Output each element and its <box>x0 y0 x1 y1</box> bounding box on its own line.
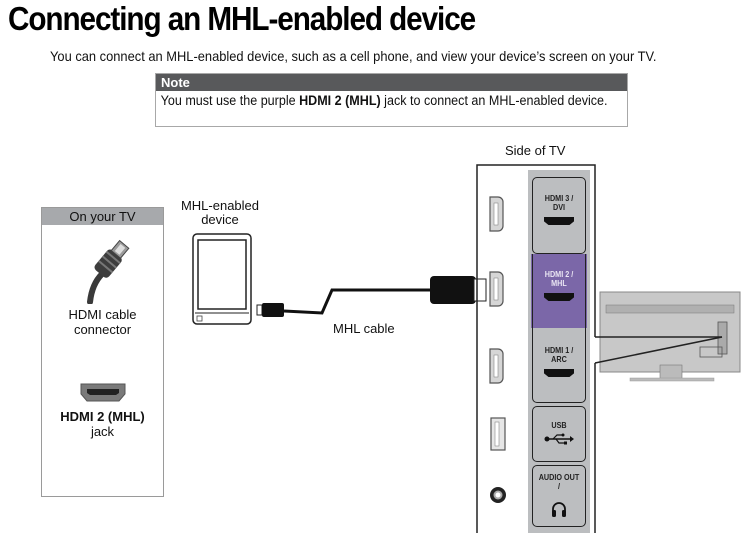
jack-label-bold: HDMI 2 (MHL) <box>60 409 145 424</box>
mhl-cable-label: MHL cable <box>333 321 395 336</box>
device-label: MHL-enabled device <box>170 199 270 227</box>
port-label-line1: HDMI 1 / <box>544 345 574 355</box>
port-label-line1: HDMI 3 / <box>544 193 574 203</box>
port-card-hdmi1-arc: HDMI 1 / ARC <box>532 328 586 403</box>
mhl-port-highlight <box>531 254 587 328</box>
connector-label-line2: connector <box>73 322 132 337</box>
jack-label-line2: jack <box>90 424 115 439</box>
port-label-line2: DVI <box>552 202 566 212</box>
note-text-before: You must use the purple <box>160 93 300 108</box>
hdmi-slot-icon <box>544 217 574 225</box>
port-card-hdmi3: HDMI 3 / DVI <box>532 177 586 254</box>
side-usb-port <box>490 417 506 451</box>
port-label: HDMI 1 / ARC <box>537 346 581 364</box>
device-label-line1: MHL-enabled <box>180 198 260 213</box>
hdmi-slot-icon <box>544 369 574 377</box>
side-hdmi-port-2 <box>489 271 504 307</box>
note-text-after: jack to connect an MHL-enabled device. <box>380 93 608 108</box>
port-card-usb: USB <box>532 406 586 462</box>
note-text-bold: HDMI 2 (MHL) <box>299 93 381 108</box>
phone-icon <box>192 233 252 325</box>
hdmi-slot-icon <box>544 293 574 301</box>
jack-label: HDMI 2 (MHL) jack <box>42 409 163 439</box>
note-body: You must use the purple HDMI 2 (MHL) jac… <box>156 91 629 108</box>
side-hdmi-port-3 <box>489 348 504 384</box>
port-label-line1: HDMI 2 / <box>544 269 574 279</box>
note-box: Note You must use the purple HDMI 2 (MHL… <box>155 73 628 127</box>
port-label: HDMI 3 / DVI <box>537 194 581 212</box>
port-label-line2: MHL <box>551 278 567 288</box>
port-label-line2: ARC <box>551 354 567 364</box>
connector-label-line1: HDMI cable <box>68 307 137 322</box>
tv-back-thumbnail <box>594 291 741 382</box>
page-title: Connecting an MHL-enabled device <box>8 0 476 37</box>
hdmi-cable-connector-icon <box>87 239 130 304</box>
hdmi-jack-icon <box>80 383 126 402</box>
device-label-line2: device <box>201 212 239 227</box>
port-label: USB <box>551 420 567 430</box>
port-label: HDMI 2 / MHL <box>537 270 581 288</box>
port-card-hdmi2-mhl: HDMI 2 / MHL <box>532 254 586 328</box>
legend-panel: On your TV HDMI cable connector HDMI 2 (… <box>41 207 164 497</box>
side-of-tv-label: Side of TV <box>505 143 566 158</box>
mhl-cable <box>256 276 487 317</box>
intro-text: You can connect an MHL-enabled device, s… <box>50 48 657 64</box>
usb-icon <box>544 433 574 445</box>
side-hdmi-port-1 <box>489 196 504 232</box>
side-ports <box>489 196 506 503</box>
note-header: Note <box>156 74 627 91</box>
headphones-icon <box>552 502 566 517</box>
legend-header: On your TV <box>42 208 163 225</box>
port-label: AUDIO OUT / <box>538 472 580 491</box>
side-audio-jack <box>490 487 506 503</box>
connector-label: HDMI cable connector <box>42 307 163 337</box>
port-card-audio-out: AUDIO OUT / <box>532 465 586 527</box>
